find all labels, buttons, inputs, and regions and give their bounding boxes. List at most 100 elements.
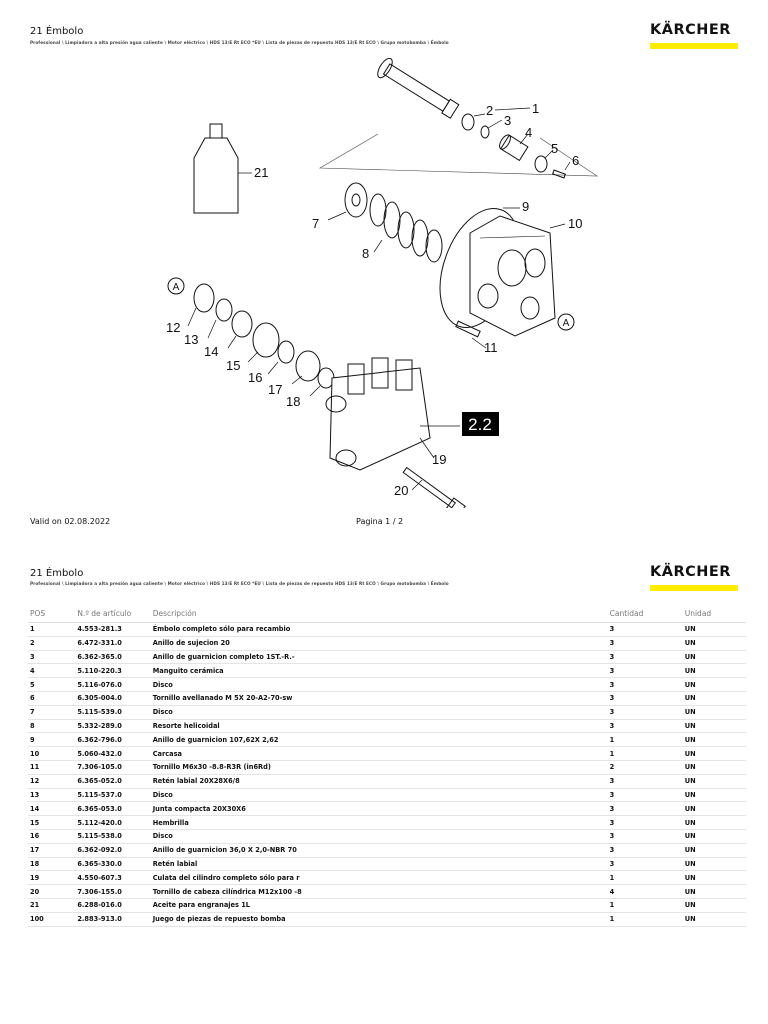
cell-unit: UN bbox=[682, 719, 746, 734]
label-9: 9 bbox=[522, 199, 529, 214]
cell-unit: UN bbox=[682, 801, 746, 817]
cell-unit: UN bbox=[682, 829, 746, 844]
screw-part-11 bbox=[455, 320, 481, 338]
page-number: Pagina 1 / 2 bbox=[356, 517, 404, 526]
oring-part-17 bbox=[295, 350, 321, 382]
bolt-part-20 bbox=[402, 466, 466, 508]
col-pos-header: POS bbox=[28, 606, 76, 623]
page-1: 21 Émbolo Professional \ Limpiadora a al… bbox=[30, 22, 738, 526]
sleeve-part-4 bbox=[499, 134, 529, 162]
cell-article: 6.365-052.0 bbox=[75, 774, 151, 789]
sleeve-part-15 bbox=[252, 322, 280, 358]
cell-unit: UN bbox=[682, 622, 746, 637]
breadcrumb-2: Professional \ Limpiadora a alta presión… bbox=[30, 581, 449, 586]
cell-unit: UN bbox=[682, 691, 746, 706]
cell-article: 6.365-053.0 bbox=[75, 801, 151, 817]
oil-bottle-part bbox=[193, 123, 239, 214]
col-article-header: N.º de artículo bbox=[75, 606, 151, 623]
cell-description: Tornillo M6x30 -8.8-R3R (in6Rd) bbox=[150, 760, 608, 775]
cell-description: Aceite para engranajes 1L bbox=[150, 898, 608, 913]
label-19: 19 bbox=[432, 452, 446, 467]
cell-quantity: 3 bbox=[607, 677, 683, 692]
label-3: 3 bbox=[504, 113, 511, 128]
label-7: 7 bbox=[312, 216, 319, 231]
cell-description: Disco bbox=[150, 677, 608, 692]
cell-article: 6.362-365.0 bbox=[75, 650, 151, 665]
cell-pos: 10 bbox=[28, 746, 76, 761]
cell-article: 4.553-281.3 bbox=[75, 622, 151, 637]
cell-unit: UN bbox=[682, 732, 746, 748]
label-6: 6 bbox=[572, 153, 579, 168]
col-unit-header: Unidad bbox=[682, 606, 746, 623]
cell-pos: 17 bbox=[28, 843, 76, 858]
screw-part-6 bbox=[552, 169, 566, 179]
karcher-logo: KÄRCHER bbox=[650, 22, 738, 50]
disc-part-16 bbox=[277, 340, 295, 364]
cell-description: Juego de piezas de repuesto bomba bbox=[150, 912, 608, 927]
label-15: 15 bbox=[226, 358, 240, 373]
cell-article: 5.332-289.0 bbox=[75, 719, 151, 734]
cell-article: 7.306-105.0 bbox=[75, 760, 151, 775]
cell-pos: 20 bbox=[28, 884, 76, 899]
housing-part-10 bbox=[469, 215, 556, 337]
cell-quantity: 3 bbox=[607, 788, 683, 803]
cell-quantity: 3 bbox=[607, 857, 683, 872]
cell-quantity: 2 bbox=[607, 760, 683, 775]
label-16: 16 bbox=[248, 370, 262, 385]
cell-pos: 6 bbox=[28, 691, 76, 706]
label-10: 10 bbox=[568, 216, 582, 231]
cell-unit: UN bbox=[682, 815, 746, 830]
label-20: 20 bbox=[394, 483, 408, 498]
label-11: 11 bbox=[484, 340, 498, 355]
cell-pos: 16 bbox=[28, 829, 76, 844]
col-quantity-header: Cantidad bbox=[607, 606, 683, 623]
cell-quantity: 3 bbox=[607, 815, 683, 830]
reference-circle-a-right bbox=[557, 313, 575, 331]
parts-table: POS N.º de artículo Descripción Cantidad… bbox=[28, 606, 746, 927]
cell-article: 2.883-913.0 bbox=[75, 912, 151, 927]
cell-description: Manguito cerámica bbox=[150, 663, 608, 679]
label-17: 17 bbox=[268, 382, 282, 397]
cell-pos: 19 bbox=[28, 870, 76, 886]
ring-part-2 bbox=[461, 113, 475, 131]
page-title: 21 Émbolo bbox=[30, 26, 84, 37]
cell-description: Anillo de sujecion 20 bbox=[150, 636, 608, 651]
cell-quantity: 3 bbox=[607, 650, 683, 665]
cell-unit: UN bbox=[682, 746, 746, 761]
page-title-2: 21 Émbolo bbox=[30, 568, 84, 579]
cell-description: Anillo de guarnicion 107,62X 2,62 bbox=[150, 732, 608, 748]
disc-part-13 bbox=[215, 298, 233, 322]
label-12: 12 bbox=[166, 320, 180, 335]
label-8: 8 bbox=[362, 246, 369, 261]
cell-article: 6.472-331.0 bbox=[75, 636, 151, 651]
label-14: 14 bbox=[204, 344, 218, 359]
label-4: 4 bbox=[525, 125, 532, 140]
cell-pos: 5 bbox=[28, 677, 76, 692]
ring-part-3 bbox=[480, 125, 490, 139]
cell-pos: 15 bbox=[28, 815, 76, 830]
reference-a-left-label: A bbox=[173, 282, 180, 293]
cell-description: Retén labial 20X28X6/8 bbox=[150, 774, 608, 789]
cell-quantity: 3 bbox=[607, 719, 683, 734]
cell-description: Culata del cilindro completo sólo para r bbox=[150, 870, 608, 886]
reference-box-label: 2.2 bbox=[468, 415, 492, 434]
cell-unit: UN bbox=[682, 650, 746, 665]
cell-description: Émbolo completo sólo para recambio bbox=[150, 622, 608, 637]
cell-pos: 12 bbox=[28, 774, 76, 789]
reference-a-right-label: A bbox=[563, 318, 570, 329]
reference-box bbox=[462, 412, 499, 436]
cell-quantity: 3 bbox=[607, 774, 683, 789]
cell-quantity: 1 bbox=[607, 870, 683, 886]
cell-pos: 21 bbox=[28, 898, 76, 913]
cell-quantity: 3 bbox=[607, 663, 683, 679]
